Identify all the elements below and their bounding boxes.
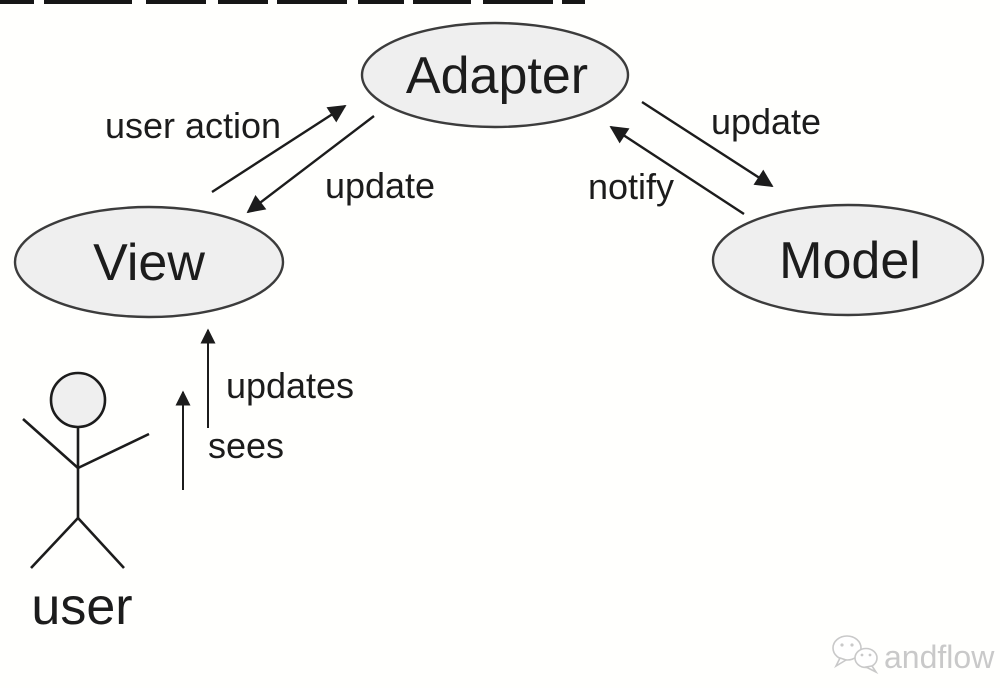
node-model: Model bbox=[711, 203, 985, 317]
edge-update-view-line bbox=[246, 115, 375, 214]
node-model-ellipse bbox=[711, 203, 985, 317]
node-model-label: Model bbox=[779, 232, 921, 290]
edge-updates-label: updates bbox=[226, 365, 354, 406]
edge-update-view-label: update bbox=[325, 165, 435, 206]
node-view-label: View bbox=[93, 234, 205, 292]
actor-head bbox=[49, 371, 107, 429]
edge-sees: sees bbox=[175, 390, 284, 490]
edge-notify: notify bbox=[588, 125, 745, 216]
actor-arm-right bbox=[77, 432, 150, 470]
actor-leg-left bbox=[30, 517, 79, 569]
actor-arm-left bbox=[22, 418, 79, 469]
node-view-ellipse bbox=[13, 205, 285, 319]
watermark-label: andflow bbox=[884, 639, 995, 675]
actor-leg-right bbox=[77, 517, 125, 569]
edge-notify-label: notify bbox=[588, 166, 674, 207]
edge-notify-line bbox=[609, 125, 745, 216]
watermark: andflow bbox=[832, 635, 995, 675]
edge-user-action-label: user action bbox=[105, 105, 281, 146]
edge-user-action-line bbox=[211, 104, 347, 194]
wechat-icon bbox=[832, 635, 879, 675]
actor-label: user bbox=[31, 578, 132, 636]
edge-update-model-label: update bbox=[711, 101, 821, 142]
user-actor-icon: user bbox=[22, 371, 150, 636]
node-view: View bbox=[13, 205, 285, 319]
edge-update-model: update bbox=[641, 100, 821, 188]
edge-updates: updates bbox=[200, 328, 354, 428]
node-adapter: Adapter bbox=[360, 21, 630, 129]
edge-sees-label: sees bbox=[208, 425, 284, 466]
edge-update-view: update bbox=[246, 115, 435, 214]
edge-user-action: user action bbox=[105, 104, 347, 194]
node-adapter-label: Adapter bbox=[406, 47, 588, 105]
edge-update-model-line bbox=[641, 100, 774, 188]
node-adapter-ellipse bbox=[360, 21, 630, 129]
